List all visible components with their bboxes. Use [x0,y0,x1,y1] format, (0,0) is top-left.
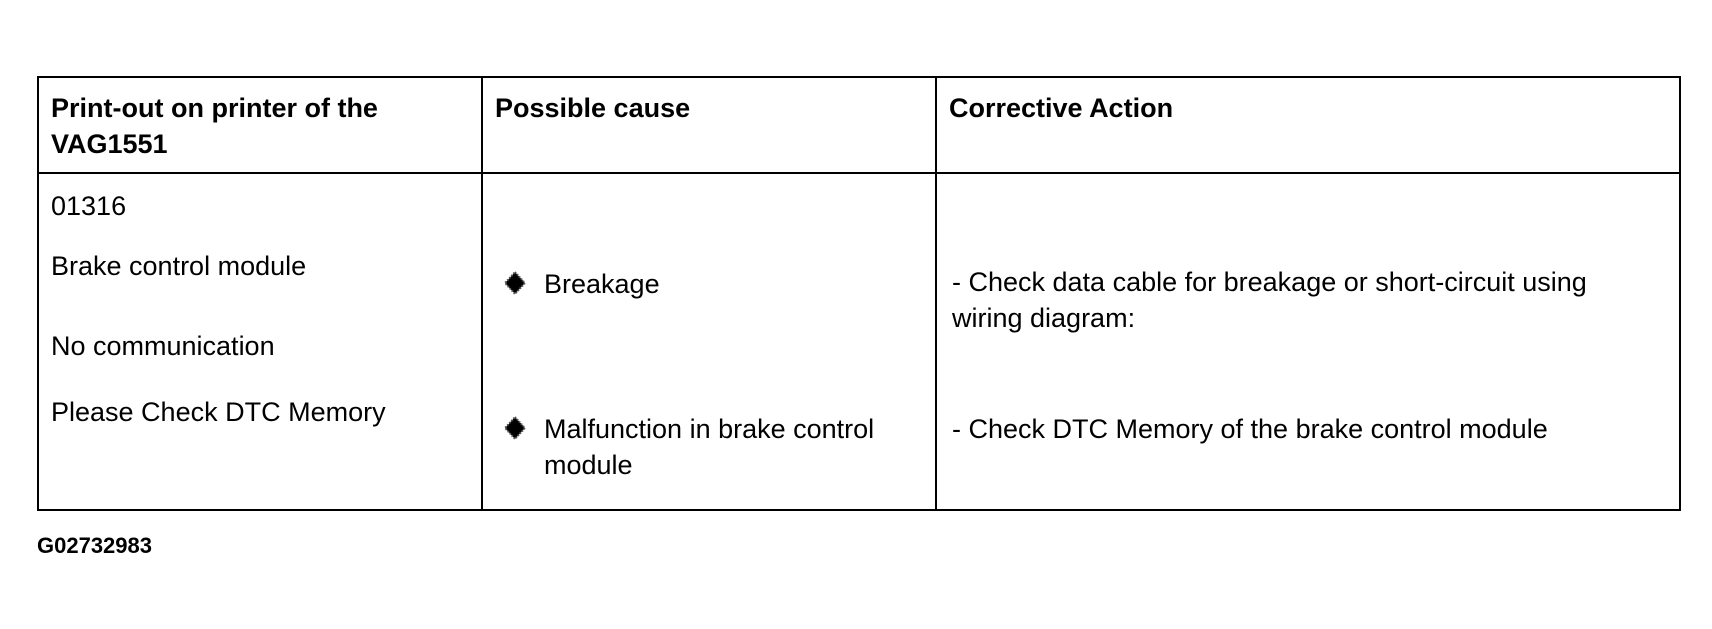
printout-dtc-code: 01316 [51,191,127,221]
header-divider [39,172,1679,174]
cause-malfunction-line-2: module [544,450,633,480]
column-divider [481,78,483,509]
diamond-bullet-icon [503,416,527,440]
action-check-dtc-memory: - Check DTC Memory of the brake control … [952,414,1548,444]
printout-instruction: Please Check DTC Memory [51,397,386,427]
diamond-bullet-icon [503,271,527,295]
printout-module: Brake control module [51,251,307,281]
action-check-data-cable-line-2: wiring diagram: [952,303,1136,333]
diagnostic-table: Print-out on printer of the VAG1551 Poss… [37,76,1681,511]
printout-status: No communication [51,331,275,361]
figure-id: G02732983 [37,533,152,558]
header-printout-line-2: VAG1551 [51,129,168,159]
header-corrective-action: Corrective Action [949,93,1174,123]
header-possible-cause: Possible cause [495,93,691,123]
header-printout-line-1: Print-out on printer of the [51,93,378,123]
cause-malfunction-line-1: Malfunction in brake control [544,414,875,444]
action-check-data-cable-line-1: - Check data cable for breakage or short… [952,267,1587,297]
cause-breakage: Breakage [544,269,660,299]
column-divider [935,78,937,509]
